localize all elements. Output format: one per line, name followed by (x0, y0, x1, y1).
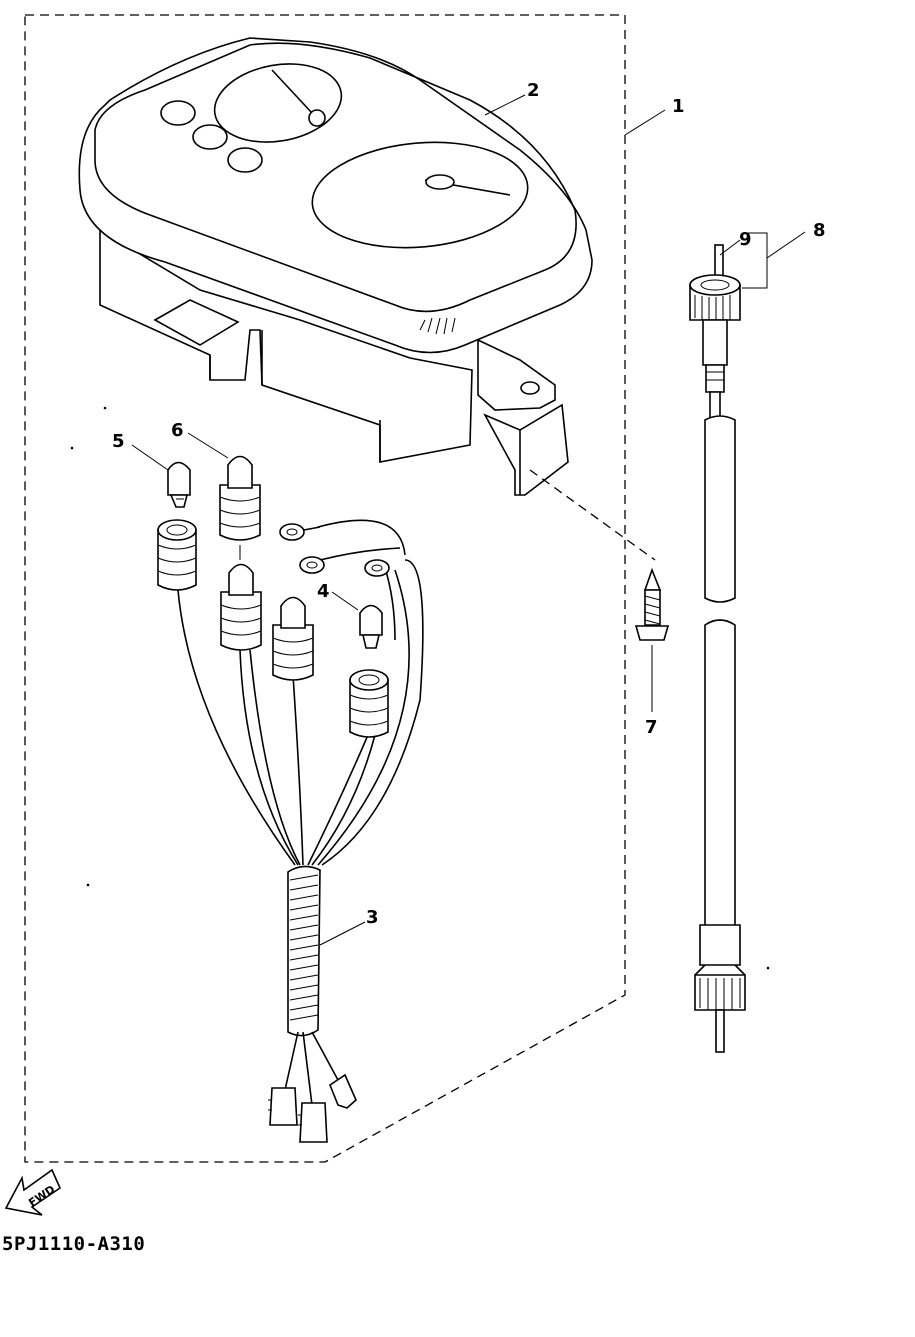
speedometer-cable (689, 244, 746, 1053)
leader-lines (131, 94, 806, 946)
wedge-bulb-5 (167, 461, 191, 508)
callout-7: 7 (645, 717, 658, 738)
socket-with-bulb-middle (220, 563, 262, 651)
screw (634, 567, 670, 641)
socket-left (157, 519, 197, 591)
screw-guide-line (529, 469, 656, 561)
callout-3: 3 (366, 907, 379, 928)
callout-5: 5 (112, 431, 125, 452)
fwd-arrow-icon: FWD (4, 1168, 62, 1216)
meter-assembly (78, 37, 593, 496)
socket-with-bulb-right (272, 596, 314, 681)
callout-9: 9 (739, 229, 752, 250)
callout-1: 1 (672, 96, 685, 117)
scan-specks (70, 406, 770, 970)
wedge-bulb-4 (359, 604, 383, 649)
diagram-code: 5PJ1110-A310 (2, 1233, 146, 1255)
wire-harness (177, 519, 424, 1143)
callout-4: 4 (317, 581, 330, 602)
socket-lower-right (349, 669, 389, 738)
callout-2: 2 (527, 80, 540, 101)
callout-6: 6 (171, 420, 184, 441)
callout-8: 8 (813, 220, 826, 241)
assembly-boundary (24, 14, 626, 1163)
socket-with-bulb-upper (219, 455, 261, 560)
